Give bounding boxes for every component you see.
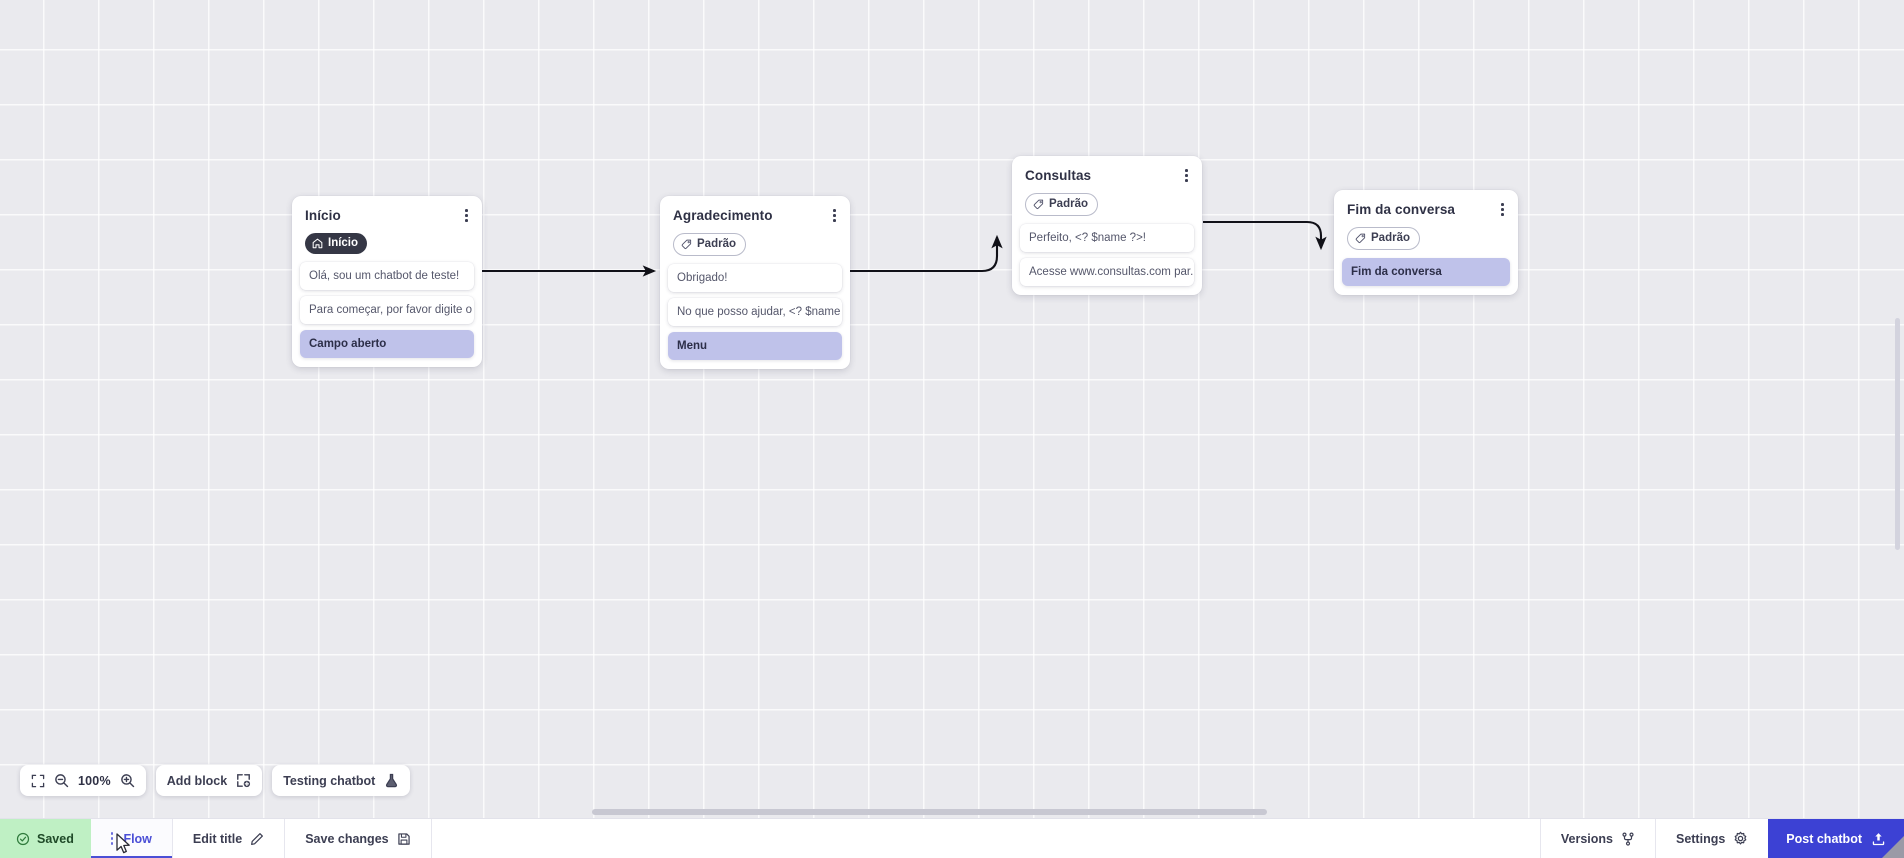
save-changes-button[interactable]: Save changes (285, 819, 432, 858)
zoom-out-icon[interactable] (54, 773, 69, 788)
testing-chatbot-button[interactable]: Testing chatbot (272, 765, 411, 796)
flow-canvas[interactable]: Início Início Olá, sou um chatbot de tes… (0, 0, 1904, 818)
status-badge-saved: Saved (0, 819, 91, 858)
block-row-action[interactable]: Menu (668, 332, 842, 361)
gear-icon (1734, 831, 1747, 845)
zoom-in-icon[interactable] (120, 773, 135, 788)
edit-title-button[interactable]: Edit title (173, 819, 286, 858)
block-row-message[interactable]: Para começar, por favor digite o ... (300, 296, 474, 325)
block-row-message[interactable]: Olá, sou um chatbot de teste! (300, 262, 474, 291)
block-badge-padrao[interactable]: Padrão (673, 232, 746, 257)
block-header: Início (292, 207, 482, 224)
edit-title-label: Edit title (192, 831, 243, 846)
add-block-label: Add block (166, 773, 228, 788)
flow-block-agradecimento[interactable]: Agradecimento Padrão Obrigado! No que po… (660, 196, 850, 370)
connector-layer (481, 220, 1327, 277)
block-badge-padrao[interactable]: Padrão (1025, 192, 1098, 217)
block-badge-padrao[interactable]: Padrão (1347, 226, 1420, 251)
tab-flow[interactable]: Flow (90, 819, 173, 858)
block-title: Início (305, 208, 341, 223)
post-chatbot-label: Post chatbot (1786, 831, 1862, 846)
flow-block-fim-da-conversa[interactable]: Fim da conversa Padrão Fim da conversa (1334, 190, 1518, 296)
block-row-action[interactable]: Campo aberto (300, 330, 474, 359)
block-menu-button[interactable] (1182, 167, 1191, 184)
canvas-toolbar: 100% Add block (20, 765, 411, 796)
home-icon (312, 238, 323, 249)
add-block-icon (236, 773, 251, 788)
block-title: Consultas (1025, 168, 1092, 183)
block-header: Consultas (1012, 167, 1202, 184)
versions-label: Versions (1560, 831, 1613, 846)
canvas-horizontal-scrollbar[interactable] (0, 806, 1904, 818)
saved-label: Saved (37, 831, 74, 846)
flow-block-inicio[interactable]: Início Início Olá, sou um chatbot de tes… (292, 196, 482, 368)
flow-block-consultas[interactable]: Consultas Padrão Perfeito, <? $name ?>! … (1012, 156, 1202, 296)
block-header: Agradecimento (660, 207, 850, 224)
block-rows: Fim da conversa (1334, 250, 1518, 287)
block-badge-row: Padrão (660, 224, 850, 257)
check-circle-icon (16, 832, 30, 845)
block-row-message[interactable]: Acesse www.consultas.com par... (1020, 258, 1194, 287)
block-row-message[interactable]: Perfeito, <? $name ?>! (1020, 224, 1194, 253)
drag-dots-icon[interactable] (110, 832, 116, 845)
edge-agradecimento-consultas (849, 234, 1003, 273)
canvas-vertical-scrollbar[interactable] (1892, 0, 1903, 818)
fit-screen-icon[interactable] (31, 774, 45, 788)
zoom-level-value: 100% (78, 773, 111, 788)
add-block-button[interactable]: Add block (155, 765, 263, 796)
resize-corner (1882, 836, 1904, 858)
bottom-bar: Saved Flow Edit title Save changes (0, 818, 1904, 858)
block-badge-row: Início (292, 224, 482, 255)
tag-icon (681, 239, 692, 250)
block-menu-button[interactable] (830, 207, 839, 224)
block-menu-button[interactable] (1498, 201, 1507, 218)
floppy-disk-icon (397, 832, 410, 845)
block-badge-label: Início (328, 236, 359, 249)
testing-chatbot-label: Testing chatbot (283, 773, 376, 788)
block-row-message[interactable]: No que posso ajudar, <? $name ... (668, 298, 842, 327)
bottom-bar-right: Versions Settings Post chatbot (1539, 819, 1904, 858)
tag-icon (1355, 233, 1366, 244)
settings-button[interactable]: Settings (1654, 819, 1768, 858)
tab-flow-label: Flow (123, 831, 152, 846)
block-badge-inicio[interactable]: Início (305, 232, 368, 255)
block-title: Fim da conversa (1347, 202, 1456, 217)
save-changes-label: Save changes (305, 831, 389, 846)
block-title: Agradecimento (673, 208, 773, 223)
block-badge-row: Padrão (1012, 184, 1202, 217)
block-rows: Obrigado! No que posso ajudar, <? $name … (660, 256, 850, 361)
mouse-cursor (116, 833, 130, 854)
horizontal-scrollbar-thumb[interactable] (592, 809, 1267, 815)
block-header: Fim da conversa (1334, 201, 1518, 218)
tag-icon (1033, 199, 1044, 210)
block-rows: Perfeito, <? $name ?>! Acesse www.consul… (1012, 216, 1202, 287)
block-badge-label: Padrão (1049, 197, 1088, 210)
post-chatbot-button[interactable]: Post chatbot (1768, 819, 1904, 858)
block-row-action[interactable]: Fim da conversa (1342, 258, 1510, 287)
pencil-icon (251, 832, 264, 845)
block-row-message[interactable]: Obrigado! (668, 264, 842, 293)
bottom-bar-left: Saved Flow Edit title Save changes (0, 819, 432, 858)
block-badge-label: Padrão (697, 237, 736, 250)
branch-icon (1622, 832, 1634, 846)
settings-label: Settings (1675, 831, 1726, 846)
block-menu-button[interactable] (462, 207, 471, 224)
vertical-scrollbar-thumb[interactable] (1895, 318, 1900, 550)
edge-consultas-fim (1203, 220, 1327, 251)
block-badge-row: Padrão (1334, 218, 1518, 251)
block-rows: Olá, sou um chatbot de teste! Para começ… (292, 254, 482, 359)
versions-button[interactable]: Versions (1539, 819, 1655, 858)
zoom-controls: 100% (20, 765, 146, 796)
block-badge-label: Padrão (1371, 231, 1410, 244)
flask-icon (384, 773, 399, 788)
